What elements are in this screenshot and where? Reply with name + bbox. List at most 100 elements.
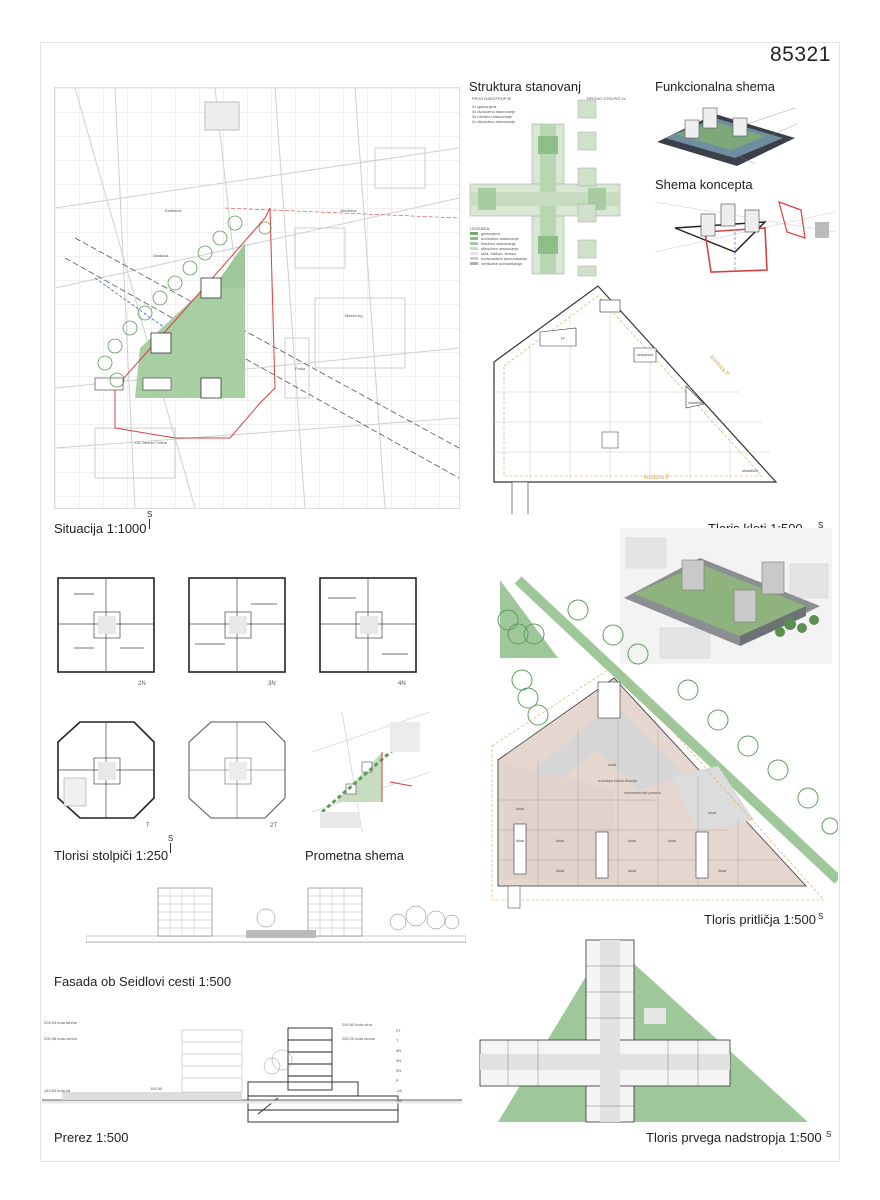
typ-label-first: PRVO NADSTROPJE xyxy=(472,96,512,101)
title-concept-scheme: Shema koncepta xyxy=(655,177,753,192)
first-floor-drawing xyxy=(479,939,808,1123)
ground-list-item: 3x trisobno stanovanje xyxy=(472,114,513,119)
ground-floor-north-icon: S xyxy=(818,912,824,921)
ground-label: lokal xyxy=(556,868,565,873)
tower-plan-drawing xyxy=(57,577,155,673)
first-floor-plan xyxy=(478,936,828,1126)
ground-label: lokal xyxy=(708,810,717,815)
ground-label: lokal xyxy=(628,838,637,843)
ground-label: lokal xyxy=(668,838,677,843)
label-kd: KD Janeza Trdine xyxy=(135,440,167,445)
tower-label-t: T xyxy=(146,823,150,829)
floor-label: 2T xyxy=(396,1028,401,1033)
title-first-floor: Tloris prvega nadstropja 1:500 xyxy=(646,1130,822,1145)
legend-item: garsonjera xyxy=(481,231,500,236)
basement-north-icon: S xyxy=(818,521,824,530)
tower-plan-t xyxy=(54,718,159,822)
section-svg xyxy=(42,1027,462,1123)
title-tower-plans: Tlorisi stolpiči 1:250 xyxy=(54,848,169,863)
situation-map xyxy=(55,88,459,508)
title-traffic-scheme: Prometna shema xyxy=(305,848,404,863)
section-level-left: 205,04 kota strehe xyxy=(44,1020,78,1025)
housing-structure-diagram: PRVO NADSTROPJE TIPIČNO STOLPIČ 2x 2x ga… xyxy=(468,96,646,278)
ground-label: lokal xyxy=(718,868,727,873)
typ-label-tower: TIPIČNO STOLPIČ 2x xyxy=(586,96,626,101)
ground-label: lokal xyxy=(516,806,525,811)
label-kidriceva: Kidričeva xyxy=(165,208,182,213)
section-drawing: 205,04 kota strehe 200,45 kota venca 163… xyxy=(42,1016,462,1124)
legend-item: dvosobno stanovanje xyxy=(481,236,519,241)
traffic-diagram xyxy=(312,712,430,832)
title-functional-scheme: Funkcionalna shema xyxy=(655,79,775,94)
floor-label: 4N xyxy=(396,1048,402,1053)
tower-plan-drawing xyxy=(319,577,417,673)
housing-legend: LEGENDA: garsonjera dvosobno stanovanje … xyxy=(470,226,527,266)
ground-label: notranja komunikacija xyxy=(598,778,637,783)
basement-plan: kontura P kontura P skladišče skladišče … xyxy=(480,282,810,514)
floor-label: 3N xyxy=(396,1058,402,1063)
tower-label-4n: 4N xyxy=(398,681,406,687)
legend-item: loža, balkon, terasa xyxy=(481,251,516,256)
ground-label: lokal xyxy=(556,838,565,843)
legend-header: LEGENDA: xyxy=(470,226,491,231)
floor-label: 2N xyxy=(396,1068,402,1073)
north-arrow-icon: S xyxy=(168,834,174,853)
basement-contour-label: kontura P xyxy=(644,475,670,481)
ground-label: lokal xyxy=(628,868,637,873)
project-render xyxy=(620,528,832,664)
ground-label: večnamenski prostor xyxy=(624,790,661,795)
floor-label: -1K xyxy=(396,1088,403,1093)
legend-item: štirisobno stanovanje xyxy=(481,246,519,251)
label-posta: Pošta xyxy=(295,366,306,371)
label-mestni-trg: Mestni trg xyxy=(345,313,363,318)
ground-list-item: 3x dvosobno stanovanje xyxy=(472,109,516,114)
floor-label: T xyxy=(396,1038,399,1043)
section-level-left: 163,50 kota tal xyxy=(44,1088,71,1093)
ground-label: lokal xyxy=(516,838,525,843)
tower-label-2t: 2T xyxy=(270,823,278,829)
ground-list-item: 2x garsonjera xyxy=(472,104,497,109)
label-jerebova: Jerebova xyxy=(340,208,357,213)
tower-label-2n: 2N xyxy=(138,681,146,687)
legend-item: vertikalne komunikacije xyxy=(481,261,523,266)
tower-plan-drawing xyxy=(57,721,155,819)
traffic-scheme xyxy=(312,712,430,832)
basement-label: skladišče xyxy=(637,352,654,357)
tower-label-3n: 3N xyxy=(268,681,276,687)
tower-plan-2n xyxy=(54,574,159,676)
basement-label: skladišče xyxy=(688,400,705,405)
floor-label: P xyxy=(396,1078,399,1083)
tower-plan-4n xyxy=(316,574,421,676)
functional-axonometry xyxy=(657,107,798,166)
facade-drawing xyxy=(86,887,466,943)
facade-elevation xyxy=(86,880,466,950)
ground-floor-drawing xyxy=(491,576,838,909)
title-situation: Situacija 1:1000 xyxy=(54,521,147,536)
ground-list-item: 2x štirisobno stanovanje xyxy=(472,119,515,124)
north-arrow-icon: S xyxy=(147,510,153,529)
functional-scheme-diagram xyxy=(655,94,835,174)
concept-scheme-diagram xyxy=(655,192,835,276)
tower-plan-3n xyxy=(185,574,290,676)
ground-floor-plan: notranja komunikacija lokal lokal lokal … xyxy=(478,570,838,910)
title-ground-floor: Tloris pritličja 1:500 xyxy=(704,912,816,927)
basement-drawing xyxy=(493,285,778,514)
title-section: Prerez 1:500 xyxy=(54,1130,129,1145)
first-floor-north-icon: S xyxy=(826,1130,832,1139)
tower-plan-2t xyxy=(185,718,290,822)
section-floor-list: 2T T 4N 3N 2N P -1K -2K xyxy=(396,1028,402,1103)
section-level-right: 204,60 kota vrha xyxy=(342,1022,372,1027)
floor-label: -2K xyxy=(396,1098,403,1103)
tower-plan-drawing xyxy=(188,577,286,673)
ground-label: lokal xyxy=(608,762,617,767)
title-housing-structure: Struktura stanovanj xyxy=(469,79,582,94)
legend-item: trisobno stanovanje xyxy=(481,241,516,246)
concept-diagram xyxy=(655,201,835,273)
basement-label: TP xyxy=(560,336,566,341)
section-level-right: 200,20 kota venca xyxy=(342,1036,375,1041)
housing-cross-plan xyxy=(469,99,621,277)
legend-item: horizontalne komunikacije xyxy=(481,256,528,261)
tower-plan-drawing xyxy=(188,721,286,819)
project-code: 85321 xyxy=(770,43,831,66)
situation-plan: Seidlova Pošta Kidričeva Jerebova Mestni… xyxy=(54,87,460,509)
